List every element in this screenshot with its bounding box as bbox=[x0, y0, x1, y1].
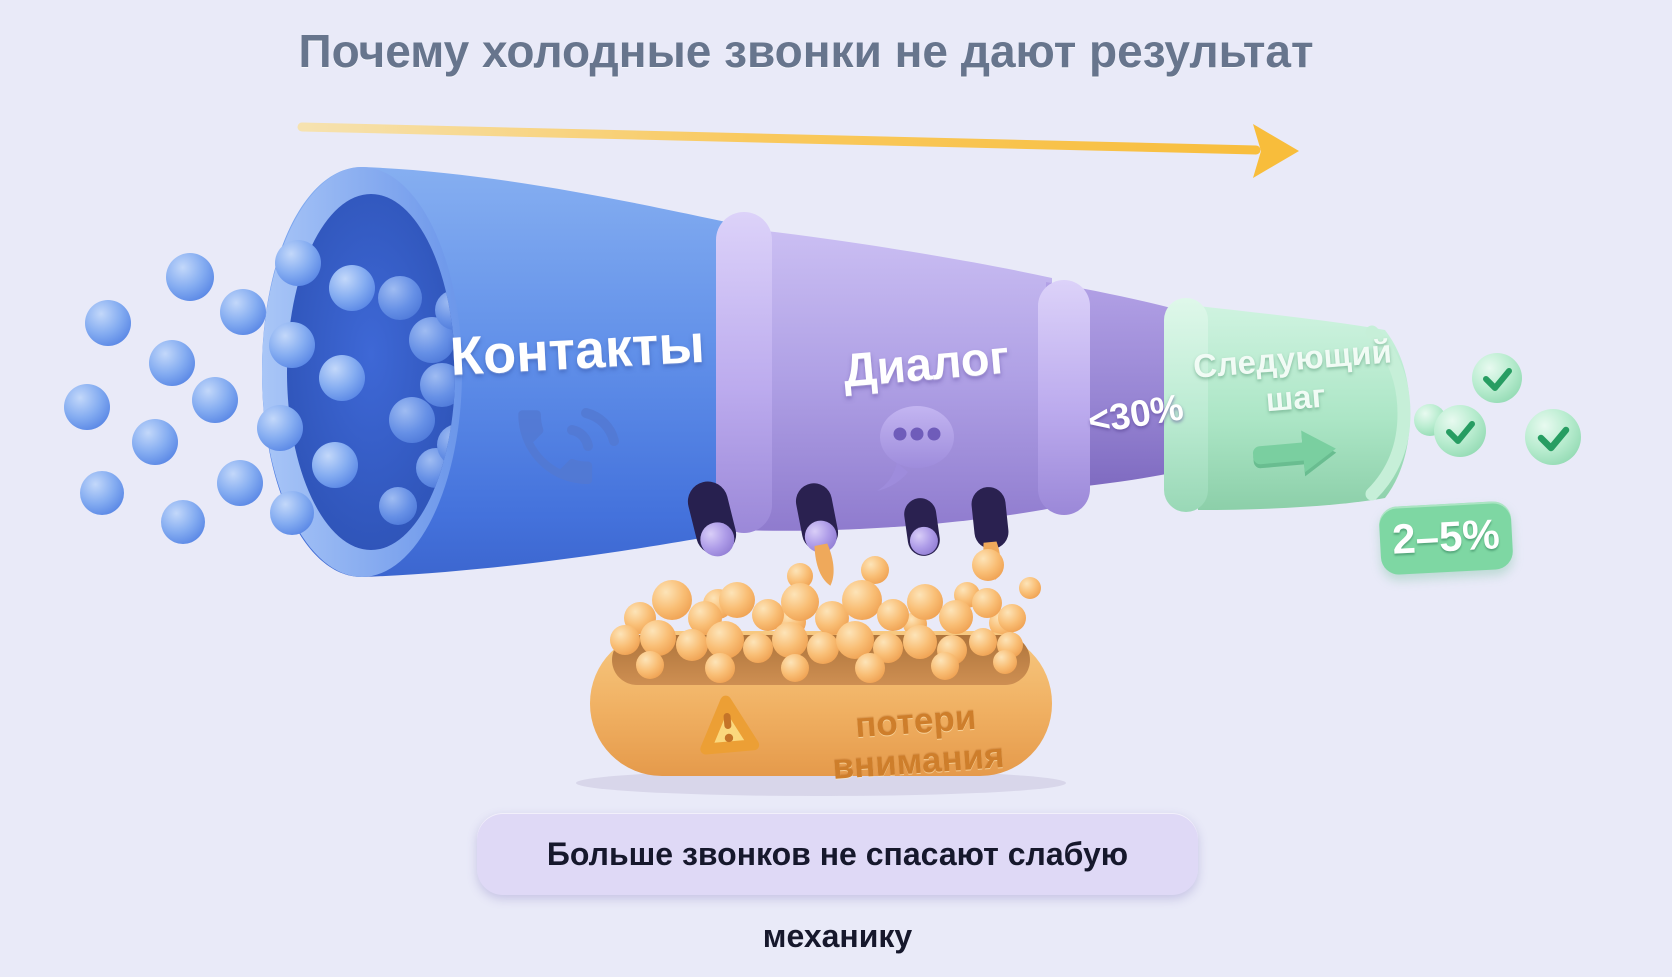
flow-arrow-icon bbox=[297, 122, 1299, 178]
success-check-balls bbox=[1434, 353, 1581, 465]
tray-ball-heap bbox=[610, 580, 1026, 683]
final-conversion-rate: 2–5% bbox=[1391, 510, 1501, 563]
infographic-scene: Почему холодные звонки не дают результат… bbox=[64, 25, 1581, 954]
final-conversion-badge: 2–5% bbox=[1378, 500, 1514, 576]
page-title: Почему холодные звонки не дают результат bbox=[298, 25, 1314, 77]
footnote-pill: Больше звонков не спасают слабую механик… bbox=[477, 813, 1198, 954]
loss-tray bbox=[576, 580, 1066, 796]
check-icon bbox=[1434, 405, 1486, 457]
incoming-contact-balls bbox=[64, 240, 375, 544]
funnel-stage-dialog bbox=[716, 212, 1186, 533]
arrow-right-icon bbox=[1252, 430, 1337, 477]
check-icon bbox=[1472, 353, 1522, 403]
warning-triangle-icon bbox=[700, 695, 760, 755]
check-icon bbox=[1525, 409, 1581, 465]
phone-icon bbox=[518, 408, 619, 485]
chat-bubble-icon bbox=[877, 406, 954, 491]
funnel-illustration bbox=[64, 122, 1581, 796]
funnel-stage-next-step bbox=[1164, 298, 1446, 512]
footnote-text: Больше звонков не спасают слабую механик… bbox=[546, 836, 1129, 954]
stage-label-contacts: Контакты bbox=[448, 313, 707, 388]
